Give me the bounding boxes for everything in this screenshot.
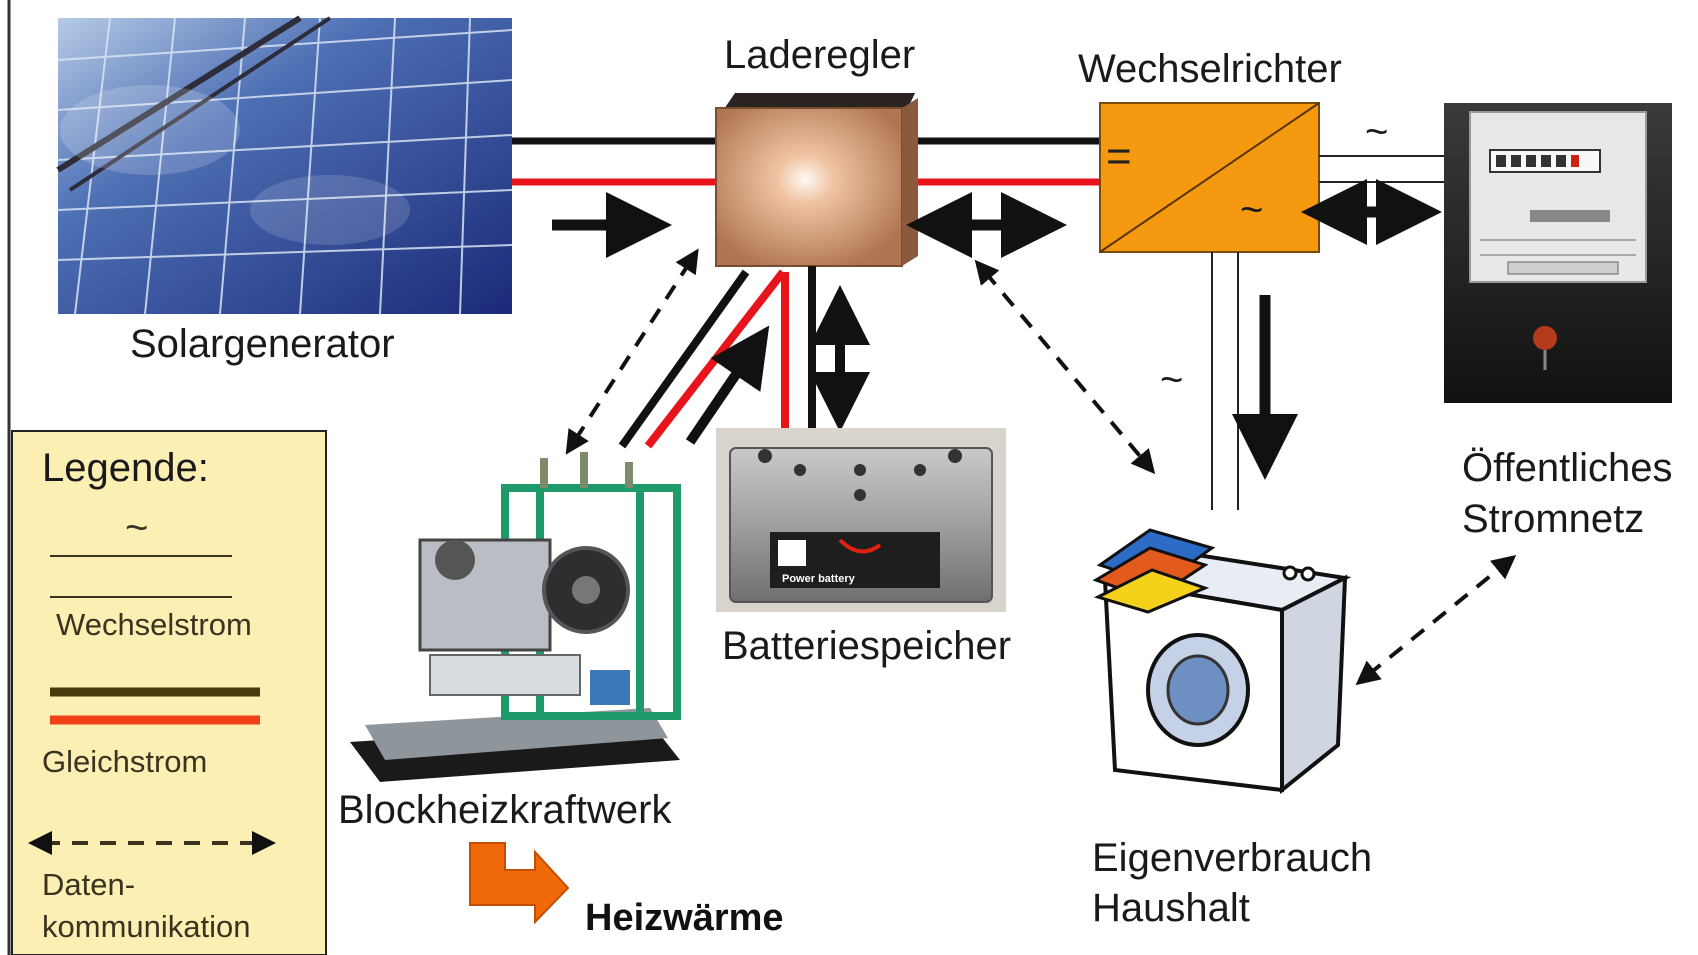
dc-wire-negative-chp: [618, 269, 750, 449]
household-ac-symbol: ~: [1160, 358, 1184, 402]
grid-ac-symbol: ~: [1365, 110, 1389, 154]
legend-title: Legende:: [42, 446, 209, 490]
electricity-meter-icon: [1444, 103, 1672, 403]
chp-engine-icon: [350, 452, 681, 782]
household-label-line2: Haushalt: [1092, 886, 1250, 930]
data-link-household: [974, 259, 1156, 475]
solar-panel-icon: [56, 15, 513, 315]
charge-controller-box-icon: [715, 93, 918, 267]
solar-label: Solargenerator: [130, 322, 395, 366]
inverter-ac-symbol: ~: [1240, 188, 1264, 232]
legend-dc-label: Gleichstrom: [42, 744, 208, 779]
inverter-icon: [1099, 102, 1320, 253]
legend-ac-symbol: ~: [125, 506, 149, 550]
heat-arrow-icon: [469, 842, 570, 925]
legend-data-label-line1: Daten-: [42, 867, 136, 902]
data-link-chp: [565, 248, 699, 455]
flow-arrow-chp: [685, 325, 770, 445]
legend-data-label-line2: kommunikation: [42, 909, 251, 944]
inverter-label: Wechselrichter: [1078, 47, 1342, 91]
inverter-dc-symbol: =: [1106, 132, 1132, 181]
washing-machine-icon: [1092, 528, 1352, 795]
heat-label: Heizwärme: [585, 897, 784, 939]
battery-label: Batteriespeicher: [722, 624, 1012, 668]
grid-label-line2: Stromnetz: [1462, 497, 1645, 541]
charge-controller-label: Laderegler: [724, 33, 916, 77]
chp-label: Blockheizkraftwerk: [338, 788, 672, 832]
legend-ac-label: Wechselstrom: [56, 607, 252, 642]
battery-icon: Power battery: [716, 428, 1006, 612]
battery-brand: Power battery: [782, 573, 856, 585]
household-label-line1: Eigenverbrauch: [1092, 836, 1373, 880]
grid-label-line1: Öffentliches: [1462, 446, 1673, 490]
legend-box: [11, 430, 327, 955]
data-link-grid: [1355, 554, 1517, 686]
